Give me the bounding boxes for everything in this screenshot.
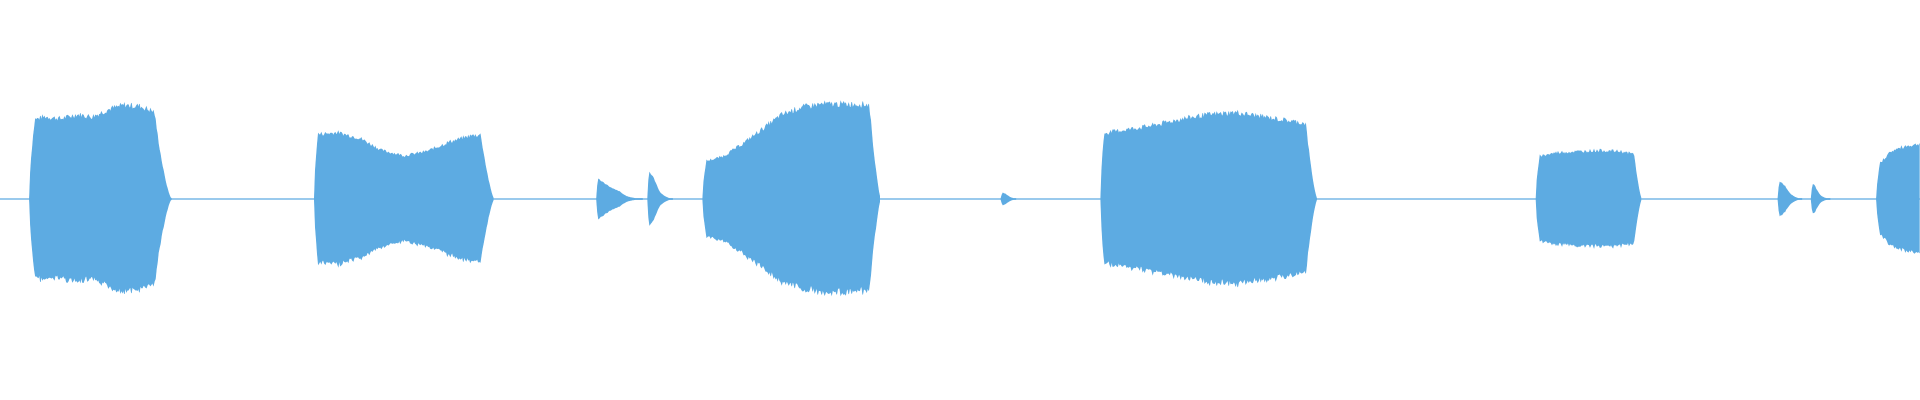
waveform-segment-4 xyxy=(1100,109,1317,288)
waveform-blip-2 xyxy=(647,171,673,226)
waveform-segment-2 xyxy=(314,130,494,268)
waveform-blip-3 xyxy=(1000,192,1017,206)
waveform-segment-3 xyxy=(702,100,880,297)
waveform-segment-5 xyxy=(1535,148,1642,249)
waveform-blip-4 xyxy=(1777,181,1803,217)
waveform-segment-1 xyxy=(29,101,172,294)
waveform-blip-5 xyxy=(1810,184,1831,214)
waveform-blip-1 xyxy=(596,178,643,220)
waveform-segments xyxy=(29,100,1920,297)
waveform-segment-6 xyxy=(1876,143,1920,254)
